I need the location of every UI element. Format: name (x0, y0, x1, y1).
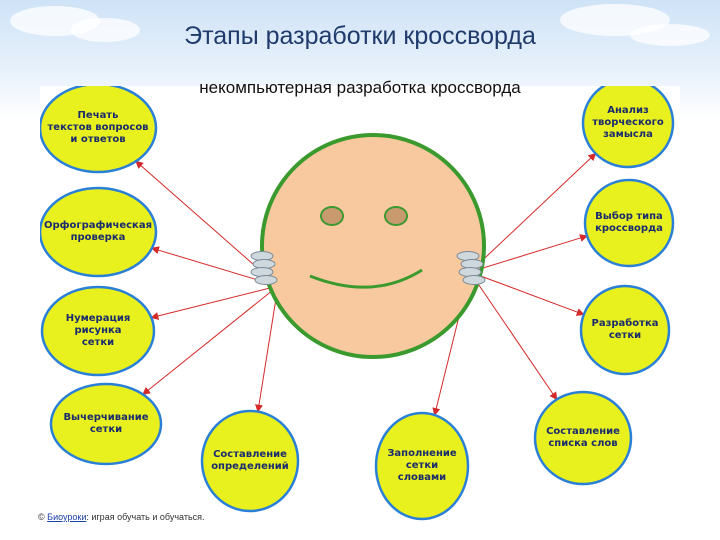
cloud-decoration (70, 18, 140, 42)
stage-node-5 (200, 409, 300, 513)
stage-label-9: Выбор типа кроссворда (595, 211, 663, 234)
stage-label-10: Анализ творческого замысла (592, 105, 664, 140)
smiley-face (250, 133, 486, 359)
stage-node-8 (579, 284, 671, 376)
stage-label-8: Разработка сетки (591, 318, 659, 341)
stage-label-2: Орфографическая проверка (43, 220, 153, 243)
right-hand-finger-4 (462, 275, 486, 285)
stage-node-4 (49, 382, 163, 466)
arrow-3 (150, 285, 279, 320)
footer-text: : играя обучать и обучаться. (86, 512, 205, 522)
arrow-7 (469, 271, 558, 401)
face-circle (260, 133, 486, 359)
arrow-4 (142, 285, 279, 395)
right-eye (384, 206, 408, 226)
stage-node-1 (40, 86, 158, 174)
arrow-10 (469, 152, 597, 273)
stage-node-10 (581, 86, 675, 169)
stage-node-3 (40, 285, 156, 377)
copyright-symbol: © (38, 512, 45, 522)
left-hand-finger-4 (254, 275, 278, 285)
stage-node-7 (533, 390, 633, 486)
stage-node-6 (374, 411, 470, 521)
footer: © Биоуроки: играя обучать и обучаться. (38, 512, 205, 522)
arrow-8 (469, 271, 585, 316)
page-title: Этапы разработки кроссворда (184, 22, 536, 50)
arrow-9 (469, 234, 588, 273)
stage-label-5: Составление определений (211, 449, 289, 472)
diagram-svg (40, 86, 675, 521)
stage-node-9 (583, 178, 675, 268)
stage-label-6: Заполнение сетки словами (387, 448, 457, 483)
stage-node-2 (40, 186, 158, 278)
stage-label-1: Печать текстов вопросов и ответов (47, 110, 149, 145)
right-hand-finger-3 (458, 267, 482, 277)
stage-label-7: Составление списка слов (546, 426, 620, 449)
stage-label-4: Вычерчивание сетки (63, 412, 149, 435)
footer-link[interactable]: Биоуроки (47, 512, 87, 522)
right-hand-finger-1 (456, 251, 480, 261)
cloud-decoration (630, 24, 710, 46)
left-hand-finger-3 (250, 267, 274, 277)
arrow-5 (255, 285, 279, 413)
diagram-subtitle: некомпьютерная разработка кроссворда (199, 78, 521, 97)
nodes-layer (40, 86, 675, 521)
left-eye (320, 206, 344, 226)
stage-label-3: Нумерация рисунка сетки (65, 313, 131, 348)
smile-mouth (309, 268, 423, 289)
